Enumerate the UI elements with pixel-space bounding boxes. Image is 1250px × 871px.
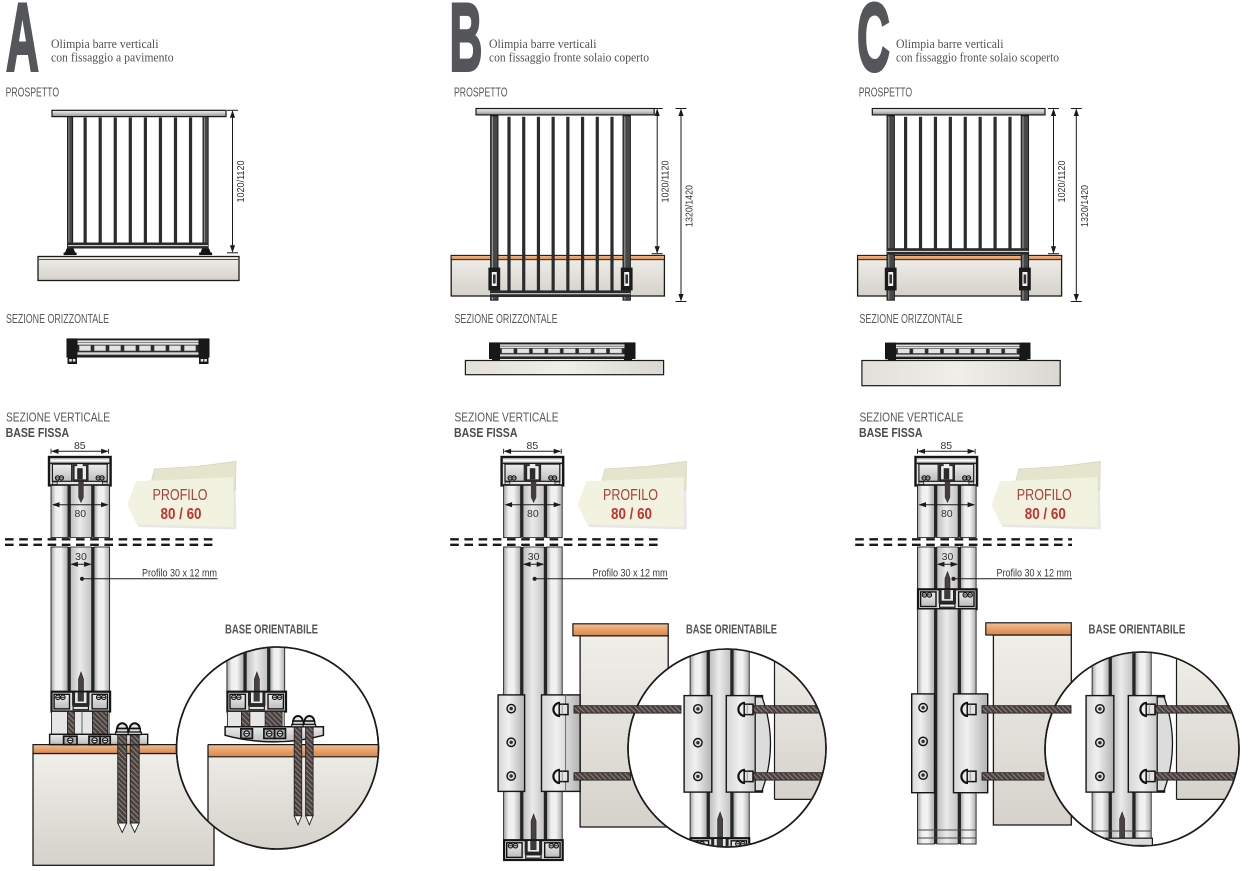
svg-text:BASE ORIENTABILE: BASE ORIENTABILE — [225, 622, 318, 637]
svg-text:Profilo 30 x 12 mm: Profilo 30 x 12 mm — [142, 567, 217, 579]
svg-text:80: 80 — [941, 508, 953, 520]
svg-text:SEZIONE VERTICALE: SEZIONE VERTICALE — [455, 409, 559, 424]
svg-text:con fissaggio fronte solaio sc: con fissaggio fronte solaio scoperto — [896, 50, 1059, 64]
svg-text:PROSPETTO: PROSPETTO — [6, 85, 60, 100]
svg-text:BASE FISSA: BASE FISSA — [6, 425, 70, 440]
svg-text:SEZIONE ORIZZONTALE: SEZIONE ORIZZONTALE — [6, 311, 109, 326]
svg-text:1020/1120: 1020/1120 — [235, 160, 247, 202]
svg-text:1320/1420: 1320/1420 — [684, 185, 696, 227]
svg-text:80: 80 — [74, 508, 86, 520]
svg-text:SEZIONE VERTICALE: SEZIONE VERTICALE — [6, 409, 110, 424]
svg-text:1020/1120: 1020/1120 — [1056, 160, 1068, 202]
svg-text:85: 85 — [940, 440, 952, 452]
svg-text:Profilo 30 x 12 mm: Profilo 30 x 12 mm — [593, 567, 668, 579]
svg-text:Olimpia barre verticali: Olimpia barre verticali — [51, 37, 159, 51]
svg-text:80 / 60: 80 / 60 — [611, 506, 652, 523]
svg-text:C: C — [857, 0, 890, 92]
svg-text:BASE ORIENTABILE: BASE ORIENTABILE — [686, 622, 777, 637]
svg-text:80 / 60: 80 / 60 — [161, 506, 202, 523]
svg-text:con fissaggio a pavimento: con fissaggio a pavimento — [51, 50, 174, 64]
svg-text:BASE FISSA: BASE FISSA — [454, 425, 518, 440]
svg-text:SEZIONE ORIZZONTALE: SEZIONE ORIZZONTALE — [860, 311, 963, 326]
svg-text:PROFILO: PROFILO — [603, 487, 658, 504]
svg-text:30: 30 — [528, 551, 540, 563]
svg-text:85: 85 — [74, 440, 86, 452]
svg-text:PROSPETTO: PROSPETTO — [859, 85, 913, 100]
svg-text:Olimpia barre verticali: Olimpia barre verticali — [896, 37, 1004, 51]
svg-text:80: 80 — [527, 508, 539, 520]
svg-text:A: A — [6, 0, 39, 92]
svg-text:SEZIONE VERTICALE: SEZIONE VERTICALE — [860, 409, 964, 424]
svg-text:80 / 60: 80 / 60 — [1025, 506, 1066, 523]
svg-text:30: 30 — [942, 551, 954, 563]
svg-text:85: 85 — [527, 440, 539, 452]
svg-text:30: 30 — [75, 551, 87, 563]
svg-text:PROSPETTO: PROSPETTO — [454, 85, 508, 100]
svg-text:1320/1420: 1320/1420 — [1079, 185, 1091, 227]
svg-text:con fissaggio fronte solaio co: con fissaggio fronte solaio coperto — [489, 50, 649, 64]
svg-text:Profilo 30 x 12 mm: Profilo 30 x 12 mm — [997, 567, 1072, 579]
svg-text:B: B — [449, 0, 482, 92]
svg-text:BASE FISSA: BASE FISSA — [859, 425, 923, 440]
svg-text:Olimpia barre verticali: Olimpia barre verticali — [489, 37, 597, 51]
svg-text:1020/1120: 1020/1120 — [660, 160, 672, 202]
svg-text:BASE ORIENTABILE: BASE ORIENTABILE — [1088, 622, 1185, 637]
svg-text:SEZIONE ORIZZONTALE: SEZIONE ORIZZONTALE — [455, 311, 558, 326]
svg-text:PROFILO: PROFILO — [153, 487, 208, 504]
svg-text:PROFILO: PROFILO — [1017, 487, 1072, 504]
